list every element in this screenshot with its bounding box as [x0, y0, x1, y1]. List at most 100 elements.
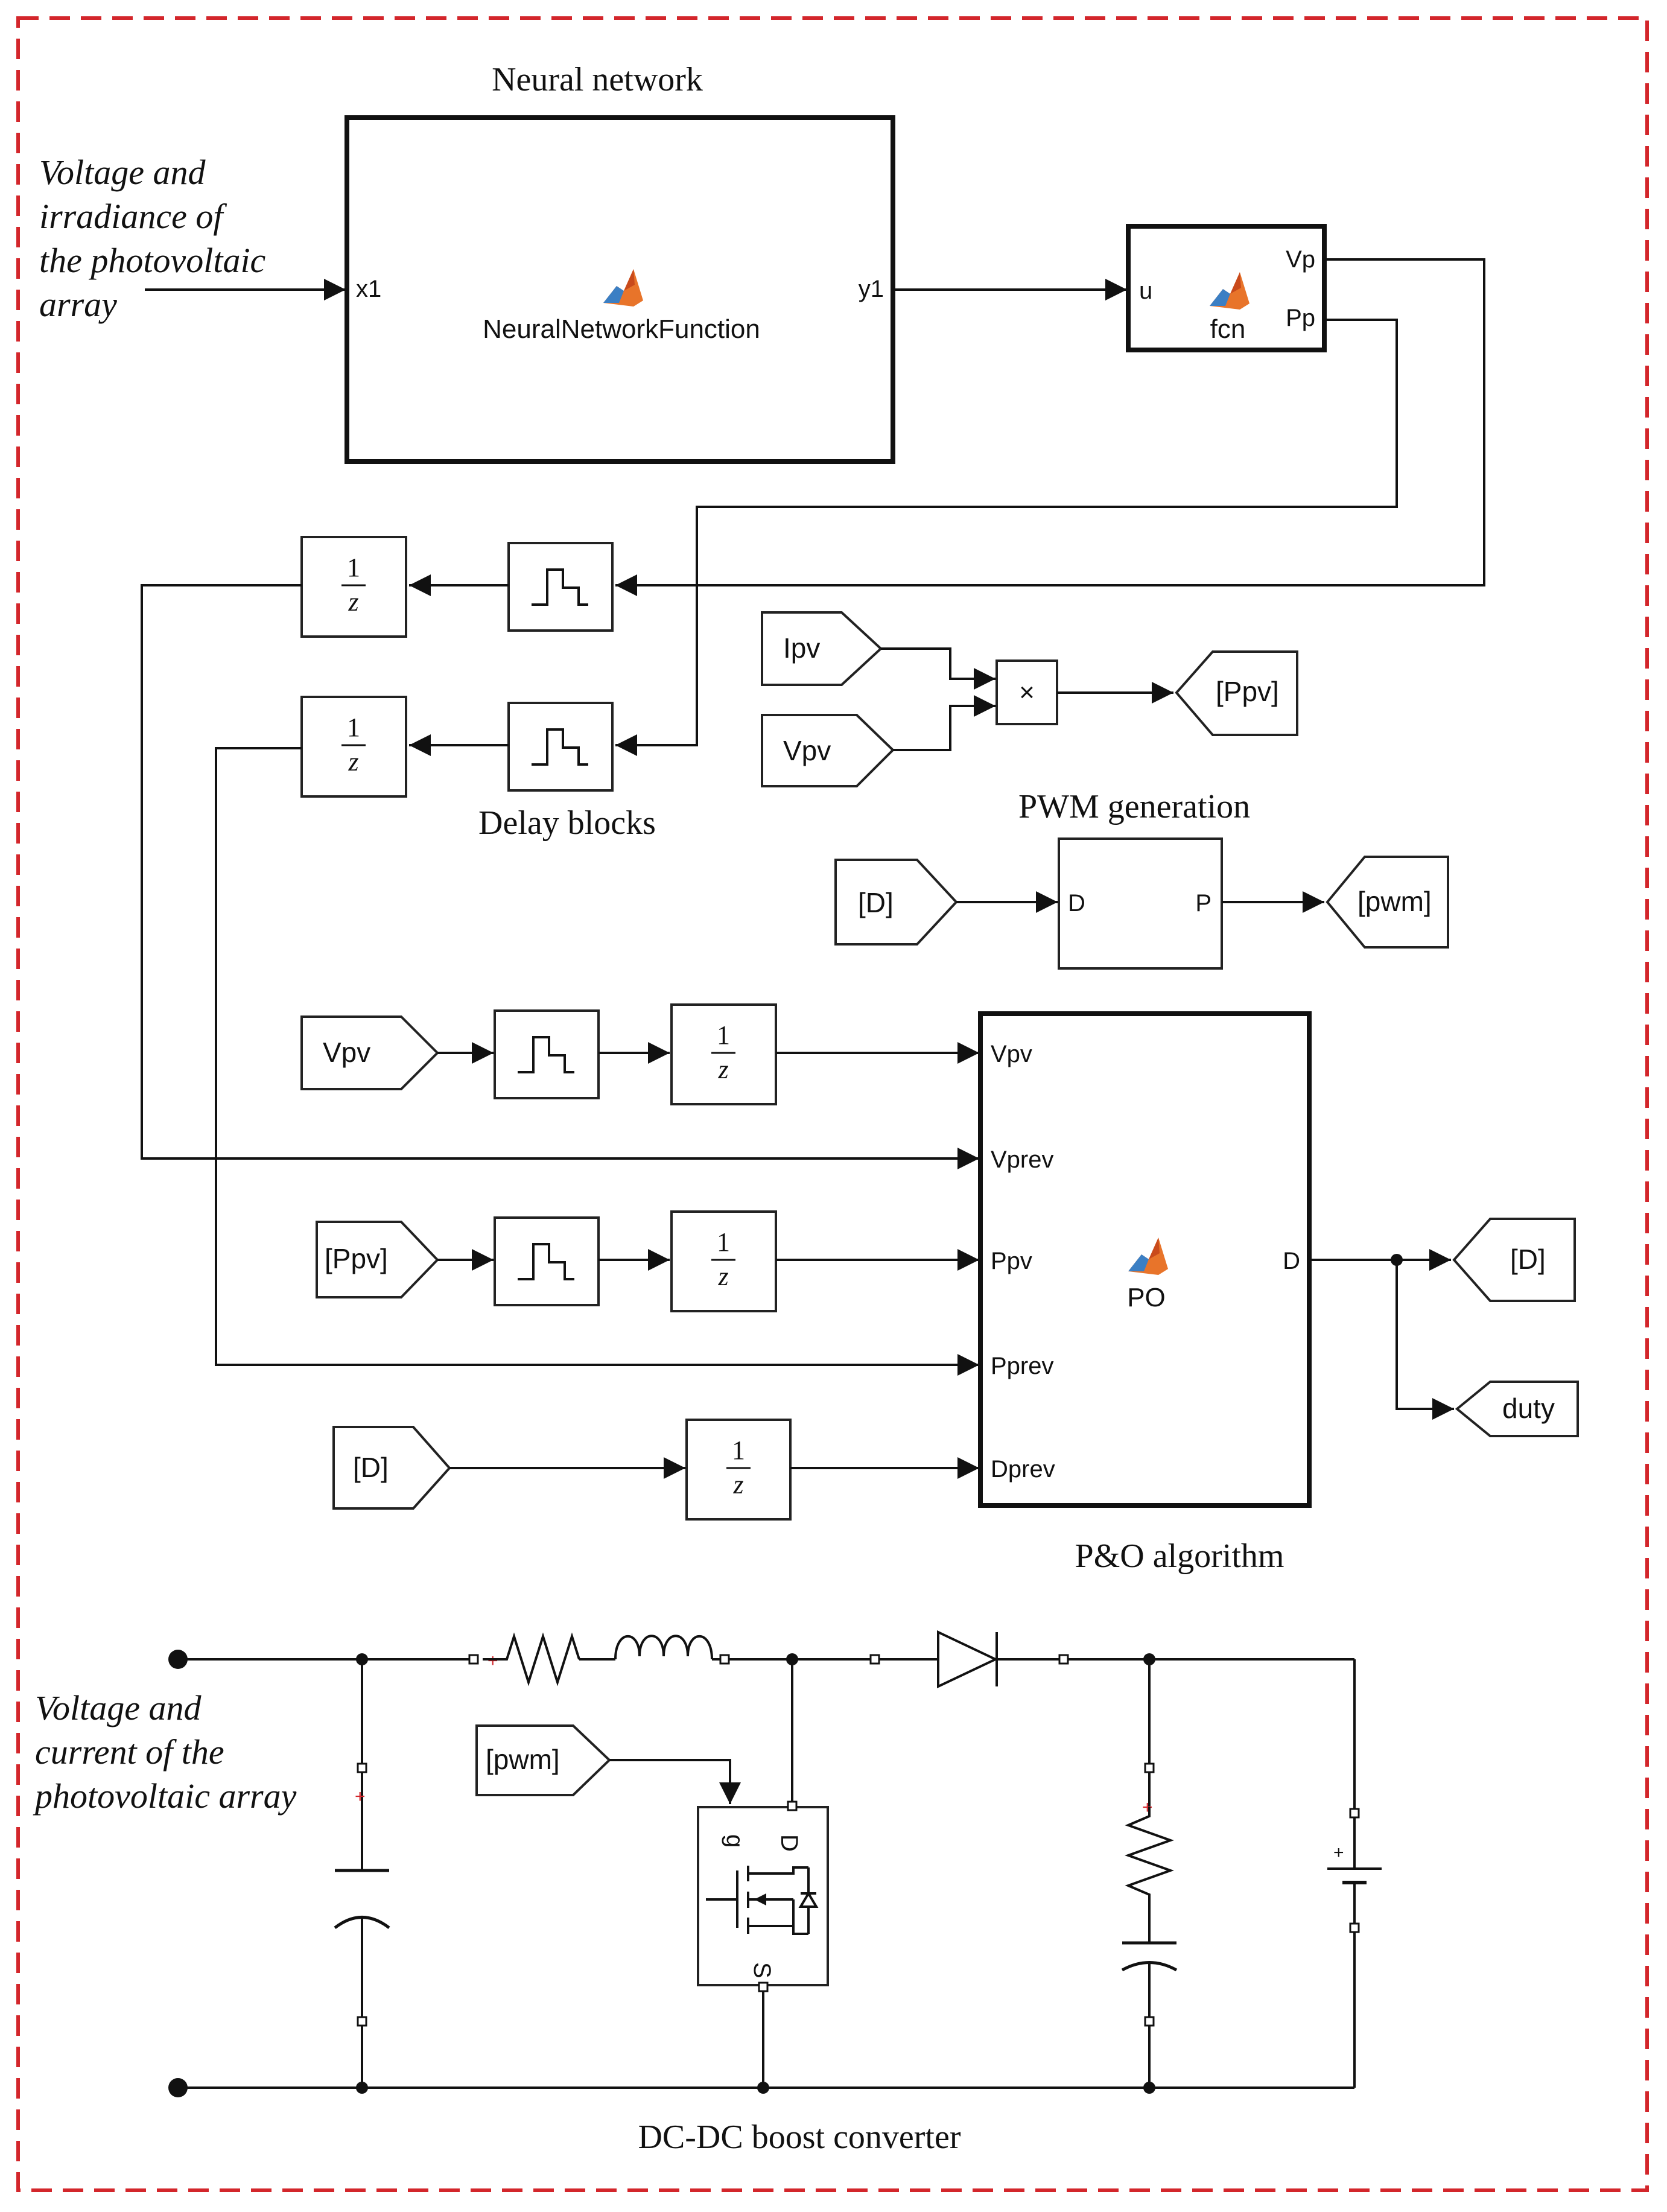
boost-converter-caption: DC-DC boost converter: [638, 2118, 961, 2156]
po-port-dprev: Dprev: [991, 1456, 1055, 1483]
from-tag-d-pwm[interactable]: [834, 859, 958, 946]
wire-d-to-duty: [1396, 1260, 1454, 1420]
wire-ipv-to-product: [881, 647, 995, 690]
po-port-vpv: Vpv: [991, 1041, 1032, 1067]
goto-tag-ppv[interactable]: [1175, 650, 1298, 736]
from-tag-pwm[interactable]: [475, 1724, 611, 1796]
po-port-vprev: Vprev: [991, 1146, 1054, 1173]
port-square: [357, 2016, 367, 2027]
goto-tag-ppv-label: [Ppv]: [1216, 676, 1279, 707]
port-square: [787, 1800, 798, 1811]
goto-tag-d-label: [D]: [1510, 1244, 1546, 1275]
zoh-block-2[interactable]: [507, 702, 614, 792]
nn-output-port-label: y1: [859, 276, 884, 302]
port-square: [468, 1654, 479, 1665]
delay-blocks-caption: Delay blocks: [478, 804, 656, 842]
fcn-input-port-label: u: [1139, 278, 1152, 304]
wire-pprev: [215, 747, 979, 1376]
po-port-pprev: Pprev: [991, 1353, 1054, 1379]
fcn-out-pp-label: Pp: [1286, 305, 1315, 331]
from-tag-ipv-label: Ipv: [783, 632, 820, 664]
from-tag-d-pwm-label: [D]: [858, 887, 894, 918]
from-tag-vpv-top-label: Vpv: [783, 735, 831, 766]
po-port-ppv: Ppv: [991, 1248, 1032, 1274]
unit-delay-3[interactable]: [670, 1003, 777, 1105]
pwm-block[interactable]: [1058, 837, 1223, 970]
port-square: [357, 1762, 367, 1773]
from-tag-d-po-label: [D]: [353, 1452, 389, 1483]
unit-delay-denominator: z: [348, 747, 358, 777]
unit-delay-numerator: 1: [717, 1020, 730, 1050]
from-tag-vpv-top[interactable]: [761, 714, 895, 787]
port-square: [1349, 1808, 1360, 1819]
port-square: [1058, 1654, 1069, 1665]
pv-note-line2: current of the: [35, 1732, 224, 1772]
product-block[interactable]: [995, 659, 1058, 725]
unit-delay-numerator: 1: [347, 713, 360, 742]
unit-delay-numerator: 1: [732, 1435, 745, 1465]
pv-note-line3: photovoltaic array: [33, 1776, 297, 1816]
from-tag-ppv-po-label: [Ppv]: [325, 1243, 388, 1274]
goto-tag-d[interactable]: [1452, 1218, 1576, 1302]
port-square: [1349, 1922, 1360, 1933]
zoh-block-4[interactable]: [494, 1216, 600, 1306]
goto-tag-duty-label: duty: [1502, 1393, 1555, 1424]
nn-input-note-line4: array: [39, 285, 117, 324]
goto-tag-pwm-label: [pwm]: [1357, 886, 1432, 917]
nn-input-note-line3: the photovoltaic: [39, 241, 266, 280]
wire-vprev: [141, 584, 979, 1169]
unit-delay-denominator: z: [732, 1470, 743, 1499]
goto-tag-duty[interactable]: [1455, 1381, 1579, 1437]
unit-delay-denominator: z: [717, 1262, 728, 1291]
pwm-out-port-label: P: [1195, 890, 1211, 917]
capacitor-curved-plate: [334, 1916, 390, 1929]
neural-network-caption: Neural network: [492, 61, 703, 98]
port-square: [1144, 1762, 1155, 1773]
series-resistor[interactable]: [483, 1632, 580, 1686]
fcn-block[interactable]: [1126, 224, 1327, 352]
mosfet-gate-label: g: [722, 1834, 748, 1848]
inductor[interactable]: [614, 1635, 713, 1660]
from-tag-d-po[interactable]: [332, 1426, 451, 1510]
nn-function-label: NeuralNetworkFunction: [483, 314, 760, 344]
unit-delay-1[interactable]: [300, 536, 407, 638]
outer-dashed-frame: [16, 16, 1649, 2192]
from-tag-pwm-label: [pwm]: [486, 1744, 560, 1775]
nn-input-note-line1: Voltage and: [39, 153, 206, 192]
wire-pwm-to-gate: [609, 1759, 741, 1804]
unit-delay-numerator: 1: [347, 553, 360, 582]
diode[interactable]: [937, 1630, 999, 1689]
mosfet-drain-label: D: [776, 1834, 802, 1852]
unit-delay-5[interactable]: [685, 1419, 792, 1521]
mosfet-symbol: [706, 1866, 819, 1935]
port-square: [719, 1654, 730, 1665]
nn-input-port-label: x1: [356, 276, 381, 302]
mosfet-body-arrow: [754, 1893, 766, 1905]
from-tag-vpv-po-label: Vpv: [323, 1037, 370, 1068]
wire-vp: [615, 258, 1485, 596]
load-resistor[interactable]: [1125, 1807, 1174, 1943]
po-algorithm-caption: P&O algorithm: [1075, 1537, 1284, 1575]
zoh-block-1[interactable]: [507, 542, 614, 632]
unit-delay-denominator: z: [348, 587, 358, 617]
plus-sign: +: [1142, 1797, 1153, 1817]
nn-input-note-line2: irradiance of: [39, 197, 227, 236]
pv-note-line1: Voltage and: [35, 1688, 202, 1727]
goto-tag-pwm[interactable]: [1326, 856, 1449, 949]
from-tag-ppv-po[interactable]: [316, 1221, 439, 1298]
unit-delay-2[interactable]: [300, 696, 407, 798]
po-block-label: PO: [1127, 1283, 1166, 1312]
fcn-block-label: fcn: [1210, 314, 1246, 344]
wire-pp: [615, 319, 1398, 756]
product-symbol: ×: [1019, 678, 1035, 707]
wire-vpv-to-product: [893, 695, 995, 751]
from-tag-ipv[interactable]: [761, 611, 883, 686]
fcn-out-vp-label: Vp: [1286, 246, 1315, 273]
plus-sign: +: [487, 1651, 498, 1671]
zoh-block-3[interactable]: [494, 1009, 600, 1099]
mosfet-source-label: S: [749, 1962, 775, 1978]
from-tag-vpv-po[interactable]: [300, 1015, 439, 1090]
unit-delay-4[interactable]: [670, 1210, 777, 1312]
port-square: [758, 1982, 769, 1992]
